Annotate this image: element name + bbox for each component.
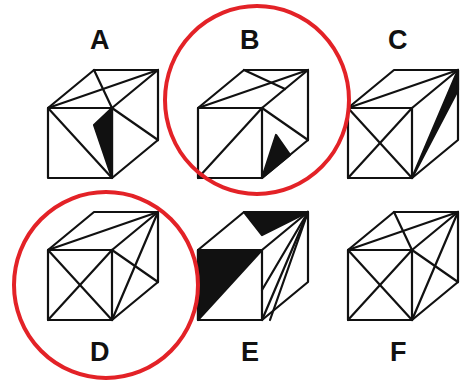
- option-letter: E: [241, 339, 259, 366]
- option-letter: F: [390, 339, 407, 366]
- option-letter: D: [90, 339, 110, 366]
- highlight-circle: [14, 192, 198, 378]
- option-letter: A: [90, 27, 110, 54]
- highlight-circle: [165, 6, 349, 194]
- option-letter: C: [388, 27, 408, 54]
- cube-d: [48, 212, 158, 320]
- cube-c: [348, 70, 458, 178]
- cube-a: [48, 70, 158, 178]
- cube-f: [348, 212, 458, 320]
- cube-e: [198, 212, 308, 320]
- option-letter: B: [240, 27, 260, 54]
- cube-b: [198, 70, 308, 178]
